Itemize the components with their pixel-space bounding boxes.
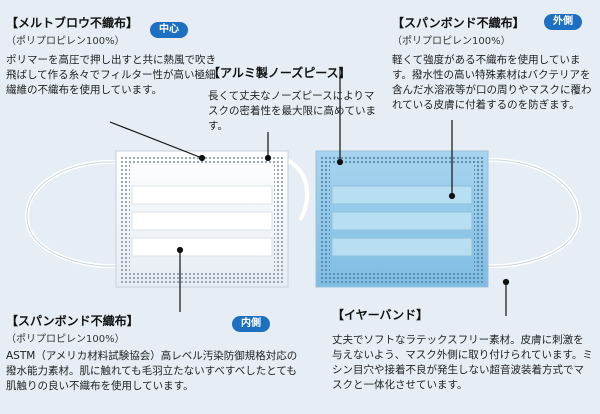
badge-center: 中心 — [150, 22, 188, 38]
earband-section: 【イヤーバンド】 丈夫でソフトなラテックスフリー素材。皮膚に刺激を与えないよう、… — [332, 306, 594, 393]
badge-inner: 内側 — [232, 316, 270, 332]
spunbond-outer-subtitle: （ポリプロピレン100%） — [392, 36, 511, 47]
spunbond-outer-section: 【スパンボンド不織布】 （ポリプロピレン100%） 軽くて強度がある不織布を使用… — [392, 14, 596, 113]
spunbond-outer-description: 軽くて強度がある不織布を使用しています。撥水性の高い特殊素材はバクテリアを含んだ… — [392, 54, 592, 111]
meltblown-description: ポリマーを高圧で押し出すと共に熱風で吹き飛ばして作る糸々でフィルター性が高い極細… — [6, 54, 216, 96]
nosepiece-title: 【アルミ製ノーズピース】 — [208, 66, 351, 80]
spunbond-inner-section: 【スパンボンド不織布】 （ポリプロピレン100%） ASTM（アメリカ材料試験協… — [6, 312, 306, 394]
spunbond-outer-title: 【スパンボンド不織布】 — [392, 16, 525, 30]
earband-title: 【イヤーバンド】 — [332, 308, 429, 322]
mask-outer-side — [315, 150, 581, 288]
spunbond-inner-subtitle: （ポリプロピレン100%） — [6, 334, 125, 345]
leader-lines — [109, 68, 510, 316]
meltblown-title: 【メルトブロウ不織布】 — [6, 16, 139, 30]
meltblown-subtitle: （ポリプロピレン100%） — [6, 36, 125, 47]
nosepiece-section: 【アルミ製ノーズピース】 長くて丈夫なノーズピースによりマスクの密着性を最大限に… — [208, 64, 382, 134]
spunbond-inner-description: ASTM（アメリカ材料試験協会）高レベル汚染防御規格対応の撥水能力素材。肌に触れ… — [6, 350, 298, 392]
badge-outer: 外側 — [544, 14, 582, 30]
mask-inner-side — [24, 150, 310, 288]
earband-description: 丈夫でソフトなラテックスフリー素材。皮膚に刺激を与えないよう、マスク外側に取り付… — [332, 334, 593, 391]
spunbond-inner-title: 【スパンボンド不織布】 — [6, 314, 139, 328]
nosepiece-description: 長くて丈夫なノーズピースによりマスクの密着性を最大限に高めています。 — [208, 90, 376, 132]
meltblown-section: 【メルトブロウ不織布】 （ポリプロピレン100%） ポリマーを高圧で押し出すと共… — [6, 14, 216, 98]
